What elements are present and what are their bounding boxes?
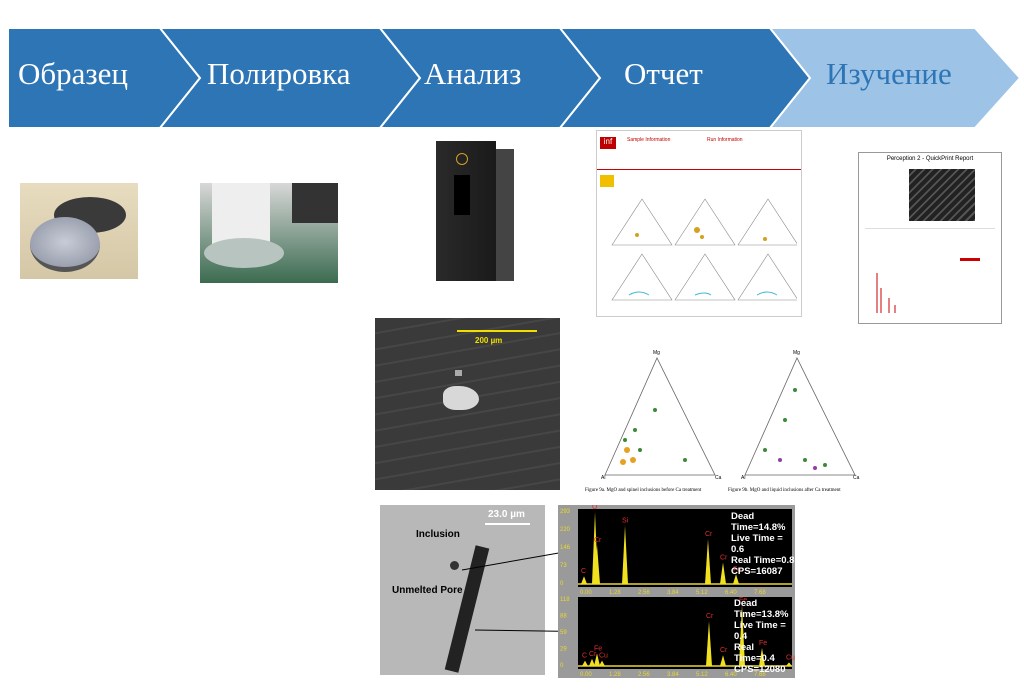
step-label-analysis: Анализ bbox=[424, 56, 522, 91]
peak-label: Cu bbox=[786, 654, 795, 661]
quickprint-report: Perception 2 - QuickPrint Report bbox=[858, 152, 1002, 324]
peak-label: C bbox=[581, 568, 586, 575]
spectrum-peak bbox=[739, 604, 745, 666]
peak-label: Cu bbox=[599, 653, 608, 660]
spectrum-panel bbox=[578, 509, 792, 587]
sample-photo bbox=[20, 183, 138, 279]
y-tick-label: 59 bbox=[560, 630, 567, 636]
y-tick-label: 220 bbox=[560, 527, 571, 533]
spectrum-peak bbox=[589, 658, 595, 666]
analyzer-instrument bbox=[430, 135, 520, 290]
x-tick-label: 3.84 bbox=[667, 590, 679, 596]
spectrum-peak bbox=[706, 621, 712, 666]
peak-label: Fe bbox=[759, 640, 767, 647]
ternary-plots: Mg Mg Al Ca Al Ca Figure 9a. MgO and spi… bbox=[585, 350, 860, 493]
peak-label: Cr bbox=[594, 537, 602, 544]
peak-label: Cr bbox=[720, 555, 728, 562]
y-tick-label: 118 bbox=[560, 597, 570, 603]
peak-label: Cr bbox=[589, 651, 597, 658]
process-flow bbox=[7, 27, 1022, 129]
x-tick-label: 1.28 bbox=[609, 590, 621, 596]
x-tick-label: 1.28 bbox=[609, 672, 621, 678]
y-tick-label: 88 bbox=[560, 614, 567, 620]
y-tick-label: 0 bbox=[560, 663, 564, 669]
spectrum-peak bbox=[599, 660, 605, 666]
peak-label: O bbox=[592, 505, 598, 511]
step-label-study: Изучение bbox=[826, 56, 952, 91]
peak-label: Si bbox=[622, 518, 629, 525]
sem-inclusion-image: 23.0 µm Inclusion Unmelted Pore bbox=[380, 505, 545, 675]
peak-label: Fe bbox=[594, 645, 602, 652]
chevron-step-5 bbox=[767, 27, 1022, 129]
y-tick-label: 0 bbox=[560, 581, 564, 587]
step-label-report: Отчет bbox=[624, 56, 703, 91]
spectrum-peak bbox=[705, 539, 711, 584]
spectrum-peak bbox=[622, 525, 628, 584]
polishing-photo bbox=[200, 183, 338, 283]
y-tick-label: 29 bbox=[560, 647, 567, 653]
spectrum-panel bbox=[578, 597, 792, 669]
spectrum-peak bbox=[582, 660, 588, 666]
spectrum-peak bbox=[594, 653, 600, 666]
x-tick-label: 6.40 bbox=[725, 672, 737, 678]
x-tick-label: 7.68 bbox=[754, 672, 766, 678]
sem-image: 200 µm bbox=[375, 318, 560, 490]
eds-spectra: 293 220 146 73 0 0.00 1.28 2.56 3.84 5.12 6.40 7.68… bbox=[558, 505, 795, 678]
analysis-report: inf Sample Information Run Information bbox=[596, 130, 802, 317]
x-tick-label: 0.00 bbox=[580, 672, 592, 678]
y-tick-label: 73 bbox=[560, 563, 567, 569]
peak-label: Cr bbox=[720, 647, 728, 654]
spectrum-peak bbox=[733, 574, 739, 584]
peak-label: Cr bbox=[706, 613, 714, 620]
peak-label: C bbox=[582, 653, 587, 660]
x-tick-label: 5.12 bbox=[696, 672, 708, 678]
step-label-polishing: Полировка bbox=[207, 56, 351, 91]
y-tick-label: 293 bbox=[560, 509, 571, 515]
spectrum-peak bbox=[720, 562, 726, 584]
spectrum-peak bbox=[720, 655, 726, 666]
peak-label: Fe bbox=[739, 597, 747, 604]
y-tick-label: 146 bbox=[560, 545, 571, 551]
x-tick-label: 7.68 bbox=[754, 590, 766, 596]
x-tick-label: 2.56 bbox=[638, 590, 650, 596]
spectrum-peak bbox=[759, 648, 765, 666]
spectrum-peak bbox=[594, 545, 600, 584]
peak-label: Cr bbox=[705, 531, 713, 538]
step-label-sample: Образец bbox=[18, 56, 129, 91]
spectrum-peak bbox=[786, 662, 792, 666]
peak-label: Fe bbox=[733, 566, 741, 573]
spectrum-peak bbox=[581, 576, 587, 584]
x-tick-label: 6.40 bbox=[725, 590, 737, 596]
x-tick-label: 5.12 bbox=[696, 590, 708, 596]
x-tick-label: 3.84 bbox=[667, 672, 679, 678]
x-tick-label: 2.56 bbox=[638, 672, 650, 678]
x-tick-label: 0.00 bbox=[580, 590, 592, 596]
